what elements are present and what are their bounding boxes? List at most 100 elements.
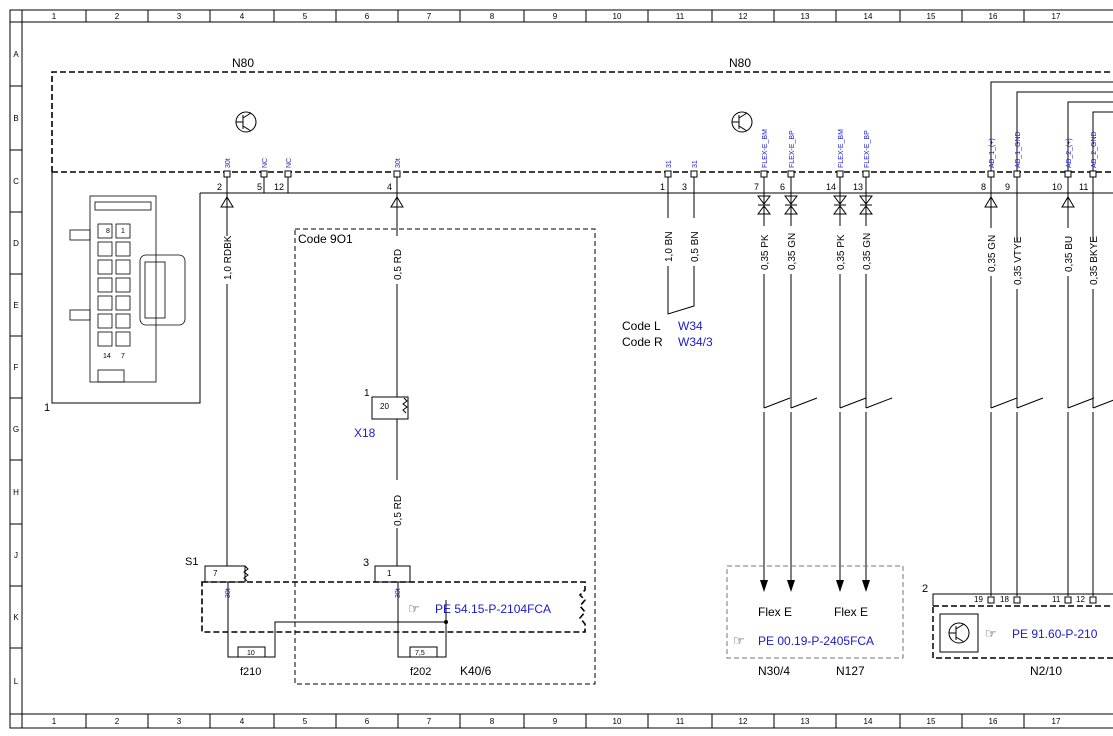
arrow-down-icon: [787, 580, 795, 592]
double-arrow-icon: [757, 195, 771, 215]
k406-doc-link[interactable]: PE 54.15-P-2104FCA: [435, 602, 551, 616]
pin-signal: 30t: [225, 158, 232, 168]
column-number: 16: [989, 12, 998, 21]
connector-cavity: [97, 277, 113, 293]
code-r-ref: W34/3: [678, 335, 713, 349]
arrow-down-icon: [760, 580, 768, 592]
n2-10-pin: 19: [974, 595, 983, 604]
column-number: 4: [240, 717, 245, 726]
column-number: 16: [989, 717, 998, 726]
connector-cavity: [115, 277, 131, 293]
column-number: 7: [427, 717, 432, 726]
pin-number: 3: [682, 182, 687, 192]
row-letter: B: [13, 114, 18, 123]
pin-contact: [1064, 596, 1072, 604]
wire-label: 0,35 GN: [787, 233, 798, 270]
k406-ref: 3: [363, 557, 369, 569]
pin-number: 13: [853, 182, 863, 192]
wire-break: [1016, 397, 1044, 409]
column-number: 2: [115, 12, 120, 21]
s1-name: S1: [185, 556, 198, 568]
pin-signal: FLEX-E_BM: [762, 129, 769, 168]
pin-number: 7: [754, 182, 759, 192]
row-letter: D: [13, 239, 19, 248]
n2-10-box: [932, 605, 1113, 659]
connector-pin-label: 14: [103, 353, 111, 360]
connector-cavity: [115, 313, 131, 329]
row-letter: K: [13, 613, 19, 622]
pin-number: 8: [981, 182, 986, 192]
pin-contact: [1013, 596, 1021, 604]
column-number: 9: [553, 717, 558, 726]
wire-break: [990, 397, 1018, 409]
n30-4-name: N30/4: [758, 664, 790, 678]
wire-label: 0,35 BU: [1064, 236, 1075, 272]
code-l-ref: W34: [678, 319, 703, 333]
pointing-hand-icon[interactable]: ☞: [408, 601, 420, 616]
wire-label: 0,35 BKYE: [1089, 236, 1100, 285]
wire-break: [790, 397, 818, 409]
pin-contact: [260, 170, 268, 178]
transistor-icon: [731, 111, 753, 133]
row-letter: F: [14, 363, 19, 372]
connector-cavity: [97, 313, 113, 329]
arrow-down-icon: [862, 580, 870, 592]
pin-contact: [393, 170, 401, 178]
pin-number: 1: [660, 182, 665, 192]
connector-housing-icon: [69, 195, 186, 383]
pointing-hand-icon[interactable]: ☞: [733, 633, 745, 648]
flex-doc-link[interactable]: PE 00.19-P-2405FCA: [758, 634, 874, 648]
k406-name: K40/6: [460, 664, 492, 678]
label-bg: [786, 226, 796, 274]
row-letter: J: [14, 551, 18, 560]
pin-number: 14: [826, 182, 836, 192]
column-number: 2: [115, 717, 120, 726]
n2-10-connector: [932, 593, 1113, 606]
column-number: 4: [240, 12, 245, 21]
ground-junction: [667, 282, 695, 315]
connector-pin-label: 7: [121, 353, 125, 360]
label-bg: [986, 228, 996, 276]
label-bg: [1012, 241, 1022, 289]
wire-label: 0,5 BN: [690, 231, 701, 262]
connector-pin-label: 1: [121, 228, 125, 235]
pin-contact: [223, 170, 231, 178]
label-bg: [835, 226, 845, 274]
pin-signal: 31: [666, 160, 673, 168]
wire-break: [1092, 399, 1113, 409]
n2-10-pin: 18: [1000, 595, 1009, 604]
pin-number: 6: [780, 182, 785, 192]
pin-contact: [1089, 170, 1097, 178]
connector-outline: [51, 172, 201, 404]
column-number: 6: [365, 717, 370, 726]
fuse-name: f210: [240, 666, 261, 678]
connector-cavity: [115, 331, 131, 347]
fuse-value: 10: [247, 650, 255, 657]
fuse-f202: [409, 646, 438, 658]
wire-label: 1,0 RDBK: [223, 235, 234, 280]
n2-10-doc-link[interactable]: PE 91.60-P-210: [1012, 627, 1098, 641]
pointing-hand-icon[interactable]: ☞: [985, 626, 997, 641]
column-number: 3: [177, 12, 182, 21]
label-bg: [392, 236, 402, 284]
wire-label: 0,35 PK: [760, 234, 771, 270]
k406-connector: [374, 565, 411, 583]
wire-label: 0,35 VTYE: [1013, 236, 1024, 285]
column-number: 12: [739, 717, 748, 726]
double-arrow-icon: [833, 195, 847, 215]
pin-contact: [1064, 170, 1072, 178]
label-bg: [1063, 228, 1073, 276]
x18-pin: 20: [380, 402, 389, 411]
double-arrow-icon: [859, 195, 873, 215]
pin-signal: FLEX-E_BP: [789, 130, 796, 168]
pin-contact: [787, 170, 795, 178]
pin-signal: NC: [286, 158, 293, 168]
code-box-label: Code 9O1: [298, 232, 353, 246]
fuse-wire: [274, 600, 447, 640]
wire-break: [865, 397, 893, 409]
column-number: 1: [52, 12, 57, 21]
connector-cavity: [97, 259, 113, 275]
pin-signal: FLEX-E_BM: [838, 129, 845, 168]
connector-cavity: [97, 295, 113, 311]
